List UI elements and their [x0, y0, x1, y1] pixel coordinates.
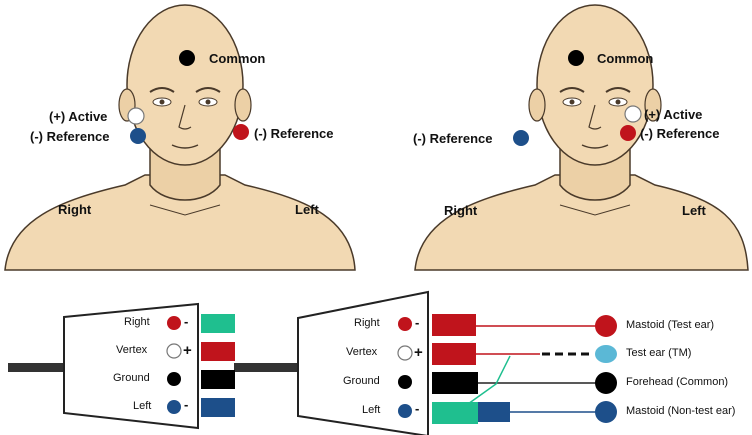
box2-label-right: Right [354, 317, 380, 329]
label-reference-right-ear-right: (-) Reference [413, 131, 492, 146]
label-side-left-right: Left [682, 203, 706, 218]
box1-sign-vertex: + [183, 342, 192, 359]
box1-label-left: Left [133, 400, 151, 412]
plug-1-blue [201, 398, 235, 417]
plug-1-black [201, 370, 235, 389]
link-cable [234, 363, 298, 372]
label-reference-left-ear-left: (-) Reference [254, 126, 333, 141]
label-active-right: (+) Active [644, 107, 702, 122]
plug-1-red [201, 342, 235, 361]
box1-sign-left: - [184, 397, 188, 412]
box2-sign-right: - [415, 315, 419, 330]
box2-sign-vertex: + [414, 344, 423, 361]
electrode-tm [595, 345, 617, 363]
plug-2-green [432, 402, 478, 424]
label-common-left: Common [209, 51, 265, 66]
plug-1-green [201, 314, 235, 333]
box1-label-vertex: Vertex [116, 344, 147, 356]
reference-electrode-left-ear [233, 124, 249, 140]
electrode-forehead [595, 372, 617, 394]
label-common-right: Common [597, 51, 653, 66]
electrode-label-mastoid-nontest: Mastoid (Non-test ear) [626, 405, 735, 417]
box2-sign-left: - [415, 401, 419, 416]
label-active-left: (+) Active [49, 109, 107, 124]
reference-electrode-right-ear-2 [513, 130, 529, 146]
active-electrode-right [625, 106, 641, 122]
plug-2-black [432, 372, 478, 394]
label-reference-left-ear-right: (-) Reference [640, 126, 719, 141]
plug-2-blue [478, 402, 510, 422]
label-side-left-left: Left [295, 202, 319, 217]
plug-2-red-bottom [432, 343, 476, 365]
label-side-right-right: Right [444, 203, 477, 218]
reference-electrode-left-ear-2 [620, 125, 636, 141]
electrode-label-tm: Test ear (TM) [626, 347, 691, 359]
common-electrode-right [568, 50, 584, 66]
box2-label-ground: Ground [343, 375, 380, 387]
box1-sign-right: - [184, 314, 188, 329]
electrode-label-forehead: Forehead (Common) [626, 376, 728, 388]
label-side-right-left: Right [58, 202, 91, 217]
reference-electrode-right-ear [130, 128, 146, 144]
plug-2-red-top [432, 314, 476, 336]
electrode-mastoid-nontest [595, 401, 617, 423]
box1-label-right: Right [124, 316, 150, 328]
active-electrode-left [128, 108, 144, 124]
electrode-mastoid-test [595, 315, 617, 337]
electrode-label-mastoid-test: Mastoid (Test ear) [626, 319, 714, 331]
box2-label-vertex: Vertex [346, 346, 377, 358]
common-electrode-left [179, 50, 195, 66]
input-cable [8, 363, 68, 372]
label-reference-right-ear-left: (-) Reference [30, 129, 109, 144]
box2-label-left: Left [362, 404, 380, 416]
box1-label-ground: Ground [113, 372, 150, 384]
